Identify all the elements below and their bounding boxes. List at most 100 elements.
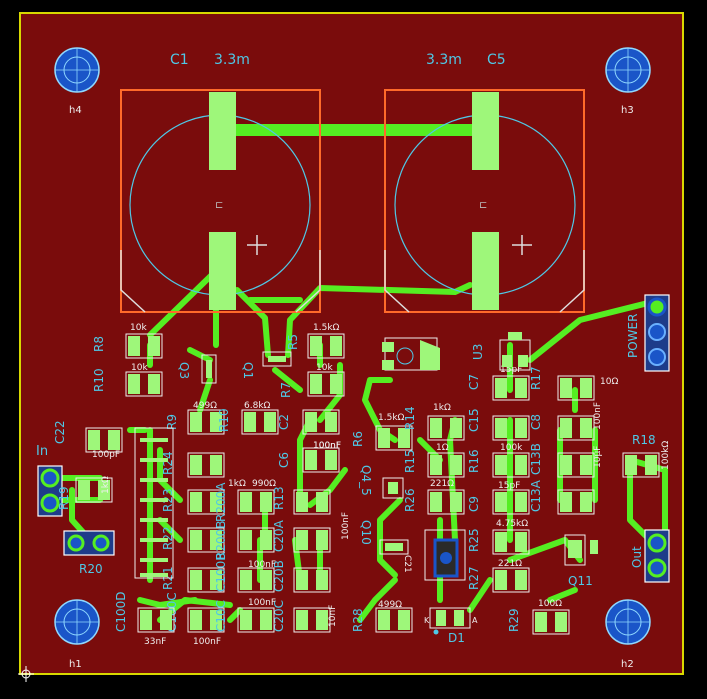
value-label-r9: 499Ω	[193, 401, 217, 411]
transistor-q4[interactable]: Q4_5	[359, 465, 404, 499]
footprint-r26[interactable]: R26 221Ω	[403, 479, 465, 515]
pad-r29-1	[535, 612, 547, 632]
footprint-r5[interactable]: R51.5kΩ	[286, 323, 345, 359]
value-label-r26: 221Ω	[430, 479, 454, 489]
mounting-hole-h4: h4	[54, 47, 100, 116]
pad-c7-2	[515, 378, 527, 398]
pad-c22-1	[88, 430, 100, 450]
transistor-q2[interactable]	[382, 337, 440, 371]
pad-r15-1	[430, 455, 442, 475]
output-connector[interactable]: Out	[630, 529, 670, 583]
value-label-c6: 100nF	[313, 441, 341, 451]
pad-r24-1	[190, 455, 202, 475]
h2-label: h2	[621, 659, 634, 670]
footprint-c13a[interactable]: C13A	[529, 479, 595, 515]
pad-c8-2	[580, 418, 592, 438]
transistor-q10[interactable]: Q10	[359, 520, 409, 555]
inductor-c21[interactable]: C21	[402, 529, 466, 581]
footprint-r6[interactable]: R61.5kΩ	[351, 413, 413, 451]
output-label: Out	[630, 546, 644, 568]
c1-value-label: 3.3m	[214, 52, 250, 68]
ref-label-r26: R26	[403, 488, 417, 512]
input-connector[interactable]: In	[36, 444, 63, 517]
ref-label-c9: C9	[467, 496, 481, 512]
c1-ref-label: C1	[170, 52, 189, 68]
value-label-r29: 100Ω	[538, 599, 562, 609]
pad-r200a-2	[260, 492, 272, 512]
footprint-r23[interactable]: R23	[161, 488, 225, 515]
pad-c100c-2	[210, 610, 222, 630]
q10-label: Q10	[359, 520, 373, 545]
pad-c15-2	[515, 418, 527, 438]
capacitor-c5[interactable]: ⊏ 3.3m C5	[384, 52, 585, 313]
q3-label: Q3	[177, 362, 191, 379]
footprint-c100b[interactable]: C100B	[214, 552, 275, 593]
ref-label-c15: C15	[467, 408, 481, 432]
pad-c13a-2	[580, 492, 592, 512]
u3-regulator[interactable]: U3	[471, 332, 531, 371]
c21-label: C21	[402, 555, 412, 573]
pad-r19-1	[78, 480, 90, 500]
pad-r10-1	[128, 374, 140, 394]
pad-r9-2	[210, 412, 222, 432]
value-label-r8: 10k	[130, 323, 147, 333]
r20-header[interactable]: R20	[63, 530, 115, 576]
ref-label-c8: C8	[529, 414, 543, 430]
pad-r13-1	[296, 492, 308, 512]
opamp-footprints[interactable]	[134, 427, 174, 579]
pad-c13b-1	[560, 455, 572, 475]
pad-r9-1	[190, 412, 202, 432]
value-label-c8: 100nF	[593, 402, 603, 430]
transistor-q11[interactable]: Q11	[564, 534, 598, 588]
diode-d1[interactable]: K A D1	[424, 607, 478, 645]
pad-r10b-2	[264, 412, 276, 432]
d1-a-label: A	[472, 616, 478, 625]
footprint-c8[interactable]: C8 100nF	[529, 402, 603, 441]
ref-label-r10: R10	[92, 368, 106, 392]
svg-text:⊏: ⊏	[215, 200, 223, 211]
pad-c20c-2	[316, 610, 328, 630]
pad-c10c-2	[260, 610, 272, 630]
capacitor-c1[interactable]: ⊏ C1 3.3m	[120, 52, 321, 313]
power-connector[interactable]: POWER	[626, 294, 670, 372]
ref-label-c10c: C10C	[214, 600, 228, 632]
footprint-r200b[interactable]: R200B	[214, 521, 275, 560]
value-label-c20b: 100nF	[248, 560, 276, 570]
value-label-c20c: 10nF	[328, 605, 338, 627]
pad-r14-1	[430, 418, 442, 438]
transistor-q1[interactable]: Q1	[241, 351, 292, 379]
footprint-r21[interactable]: R21	[161, 566, 225, 593]
pad-r200b-1	[240, 530, 252, 550]
transistor-q3[interactable]: Q3	[177, 354, 217, 384]
footprint-r24[interactable]: R24	[161, 451, 225, 478]
footprint-r16[interactable]: R16	[467, 449, 530, 478]
